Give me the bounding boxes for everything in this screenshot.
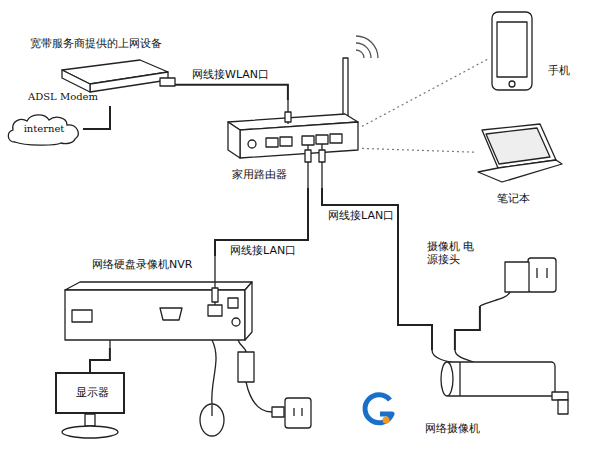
mouse-drawing xyxy=(200,404,224,436)
nvr-drawing xyxy=(212,288,218,302)
device-label: 显示器 xyxy=(76,386,109,399)
modem-drawing xyxy=(160,78,175,86)
router-drawing xyxy=(305,150,311,162)
camera-drawing xyxy=(445,362,555,396)
camera-drawing xyxy=(432,350,568,414)
network-cable xyxy=(455,306,480,350)
router-device: 家用路由器 xyxy=(222,100,362,188)
device-label: internet xyxy=(24,123,65,135)
nvr-drawing xyxy=(160,308,182,320)
nvr-power-adapter xyxy=(238,340,246,352)
network-cable xyxy=(175,85,288,100)
phone-drawing xyxy=(492,12,532,90)
nvr-device: 网络硬盘录像机NVR xyxy=(62,256,250,348)
router-drawing xyxy=(319,150,325,162)
nvr-drawing xyxy=(228,298,238,308)
modem-drawing xyxy=(90,72,168,92)
device-label: 网络硬盘录像机NVR xyxy=(92,258,192,271)
phone-device: 手机 xyxy=(488,8,576,93)
device-label: 宽带服务商提供的上网设备 xyxy=(30,37,162,50)
mouse-drawing xyxy=(200,340,224,436)
camera-drawing xyxy=(558,400,568,414)
cloud-outline xyxy=(8,115,78,145)
router-drawing xyxy=(343,58,348,120)
router-drawing xyxy=(266,138,278,147)
camera-power-adapter xyxy=(536,268,537,278)
camera-device: 网络摄像机 xyxy=(415,350,580,445)
camera-drawing xyxy=(459,362,460,396)
monitor-stand xyxy=(62,414,118,438)
router-drawing xyxy=(285,112,291,122)
router-drawing xyxy=(248,140,256,148)
router-drawing xyxy=(228,122,240,158)
nvr-drawing xyxy=(232,318,240,326)
nvr-power-adapter xyxy=(293,408,294,416)
watermark-logo xyxy=(365,395,392,423)
device-label: 笔记本 xyxy=(497,192,530,205)
power-connector: 摄像机 电源接头 xyxy=(425,236,560,306)
laptop-drawing xyxy=(478,160,562,182)
router-drawing xyxy=(316,135,328,144)
cable-label: 网线接WLAN口 xyxy=(190,68,271,81)
cable-label: 网线接LAN口 xyxy=(326,209,396,222)
monitor-screen: 显示器 xyxy=(55,372,125,414)
monitor-stand xyxy=(62,426,118,438)
nvr-drawing xyxy=(72,310,92,322)
nvr-power-adapter xyxy=(301,408,302,416)
nvr-drawing xyxy=(245,282,252,340)
phone-drawing xyxy=(497,22,527,77)
camera-power-adapter xyxy=(480,292,510,306)
router-drawing xyxy=(280,137,292,146)
wifi-waves xyxy=(356,50,364,58)
router-drawing xyxy=(330,134,342,143)
camera-power-adapter xyxy=(480,258,556,306)
camera-drawing xyxy=(441,362,453,396)
nvr-drawing xyxy=(208,305,222,316)
nvr-power-adapter xyxy=(285,398,311,428)
camera-power-adapter xyxy=(505,262,529,292)
device-label: ADSL Modem xyxy=(28,91,98,103)
nvr-power-adapter xyxy=(246,382,272,412)
wireless-link xyxy=(362,59,488,126)
modem-drawing xyxy=(62,60,175,92)
laptop-drawing xyxy=(478,124,562,182)
network-cable xyxy=(90,348,110,372)
network-cable xyxy=(83,106,110,129)
monitor-stand xyxy=(85,414,95,426)
modem-device: 宽带服务商提供的上网设备 ADSL Modem xyxy=(25,35,175,106)
watermark-logo xyxy=(383,417,390,424)
nvr-power-adapter xyxy=(238,352,254,382)
wifi-waves xyxy=(356,36,378,58)
cable-label: 网线接LAN口 xyxy=(228,244,298,257)
camera-drawing xyxy=(552,392,568,400)
laptop-drawing xyxy=(486,128,550,164)
wifi-waves xyxy=(356,36,378,58)
camera-power-adapter xyxy=(528,258,556,292)
nvr-drawing xyxy=(65,256,252,348)
mouse-drawing xyxy=(211,405,212,416)
nvr-power-adapter xyxy=(272,407,284,417)
phone-drawing xyxy=(509,81,515,87)
camera-power-adapter xyxy=(546,268,547,278)
device-label: 家用路由器 xyxy=(232,168,287,181)
router-drawing xyxy=(240,122,358,158)
cloud-shape: internet xyxy=(5,112,83,146)
wireless-link xyxy=(362,148,475,152)
nvr-drawing xyxy=(65,282,252,290)
nvr-power-adapter xyxy=(238,340,311,428)
laptop-device: 笔记本 xyxy=(475,120,565,212)
watermark-logo xyxy=(365,395,392,424)
phone-drawing xyxy=(492,12,532,90)
mouse-drawing xyxy=(212,340,216,404)
device-label: 手机 xyxy=(548,64,570,77)
wifi-waves xyxy=(356,43,371,58)
network-cable xyxy=(322,188,432,350)
router-drawing xyxy=(302,136,314,145)
device-label: 网络摄像机 xyxy=(425,422,480,435)
device-label: 摄像机 电源接头 xyxy=(427,240,477,266)
modem-drawing xyxy=(62,70,90,92)
nvr-drawing xyxy=(109,340,110,348)
